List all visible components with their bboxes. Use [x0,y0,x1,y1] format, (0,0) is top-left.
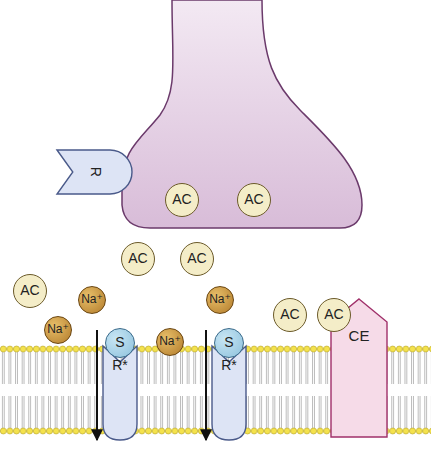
activated-receptor: R* [212,344,246,440]
activated-receptor: R* [103,344,137,440]
acetylcholine-molecule: AC [121,242,155,276]
node-label: AC [20,283,39,298]
receptor: R [56,148,134,196]
node-label: AC [187,251,206,266]
acetylcholine-molecule: AC [165,183,199,217]
node-label: R* [112,358,128,373]
node-label: S [115,335,124,350]
node-label: Na⁺ [209,293,231,306]
node-label: AC [280,307,299,322]
node-label: AC [128,251,147,266]
acetylcholine-molecule: AC [317,298,351,332]
activated-receptor-shape [212,346,246,440]
ion-flow-arrow [96,330,98,440]
sodium-ion: Na⁺ [206,286,234,314]
binding-site: S [214,328,244,358]
node-label: R [87,167,102,177]
node-label: R* [221,358,237,373]
acetylcholine-molecule: AC [13,274,47,308]
node-label: AC [172,192,191,207]
activated-receptor-shape [103,346,137,440]
node-label: AC [244,192,263,207]
sodium-ion: Na⁺ [78,286,106,314]
binding-site: S [105,328,135,358]
node-label: Na⁺ [81,293,103,306]
sodium-ion: Na⁺ [44,316,72,344]
node-label: AC [324,307,343,322]
ion-flow-arrow [205,330,207,440]
acetylcholine-molecule: AC [273,298,307,332]
cholinesterase-enzyme-shape [331,299,387,437]
acetylcholine-molecule: AC [180,242,214,276]
receptor-shape [57,150,132,194]
node-label: Na⁺ [159,335,181,348]
presynaptic-terminal [122,0,362,228]
acetylcholine-molecule: AC [237,183,271,217]
node-label: CE [349,328,370,345]
sodium-ion: Na⁺ [156,328,184,356]
node-label: Na⁺ [47,323,69,336]
node-label: S [224,335,233,350]
